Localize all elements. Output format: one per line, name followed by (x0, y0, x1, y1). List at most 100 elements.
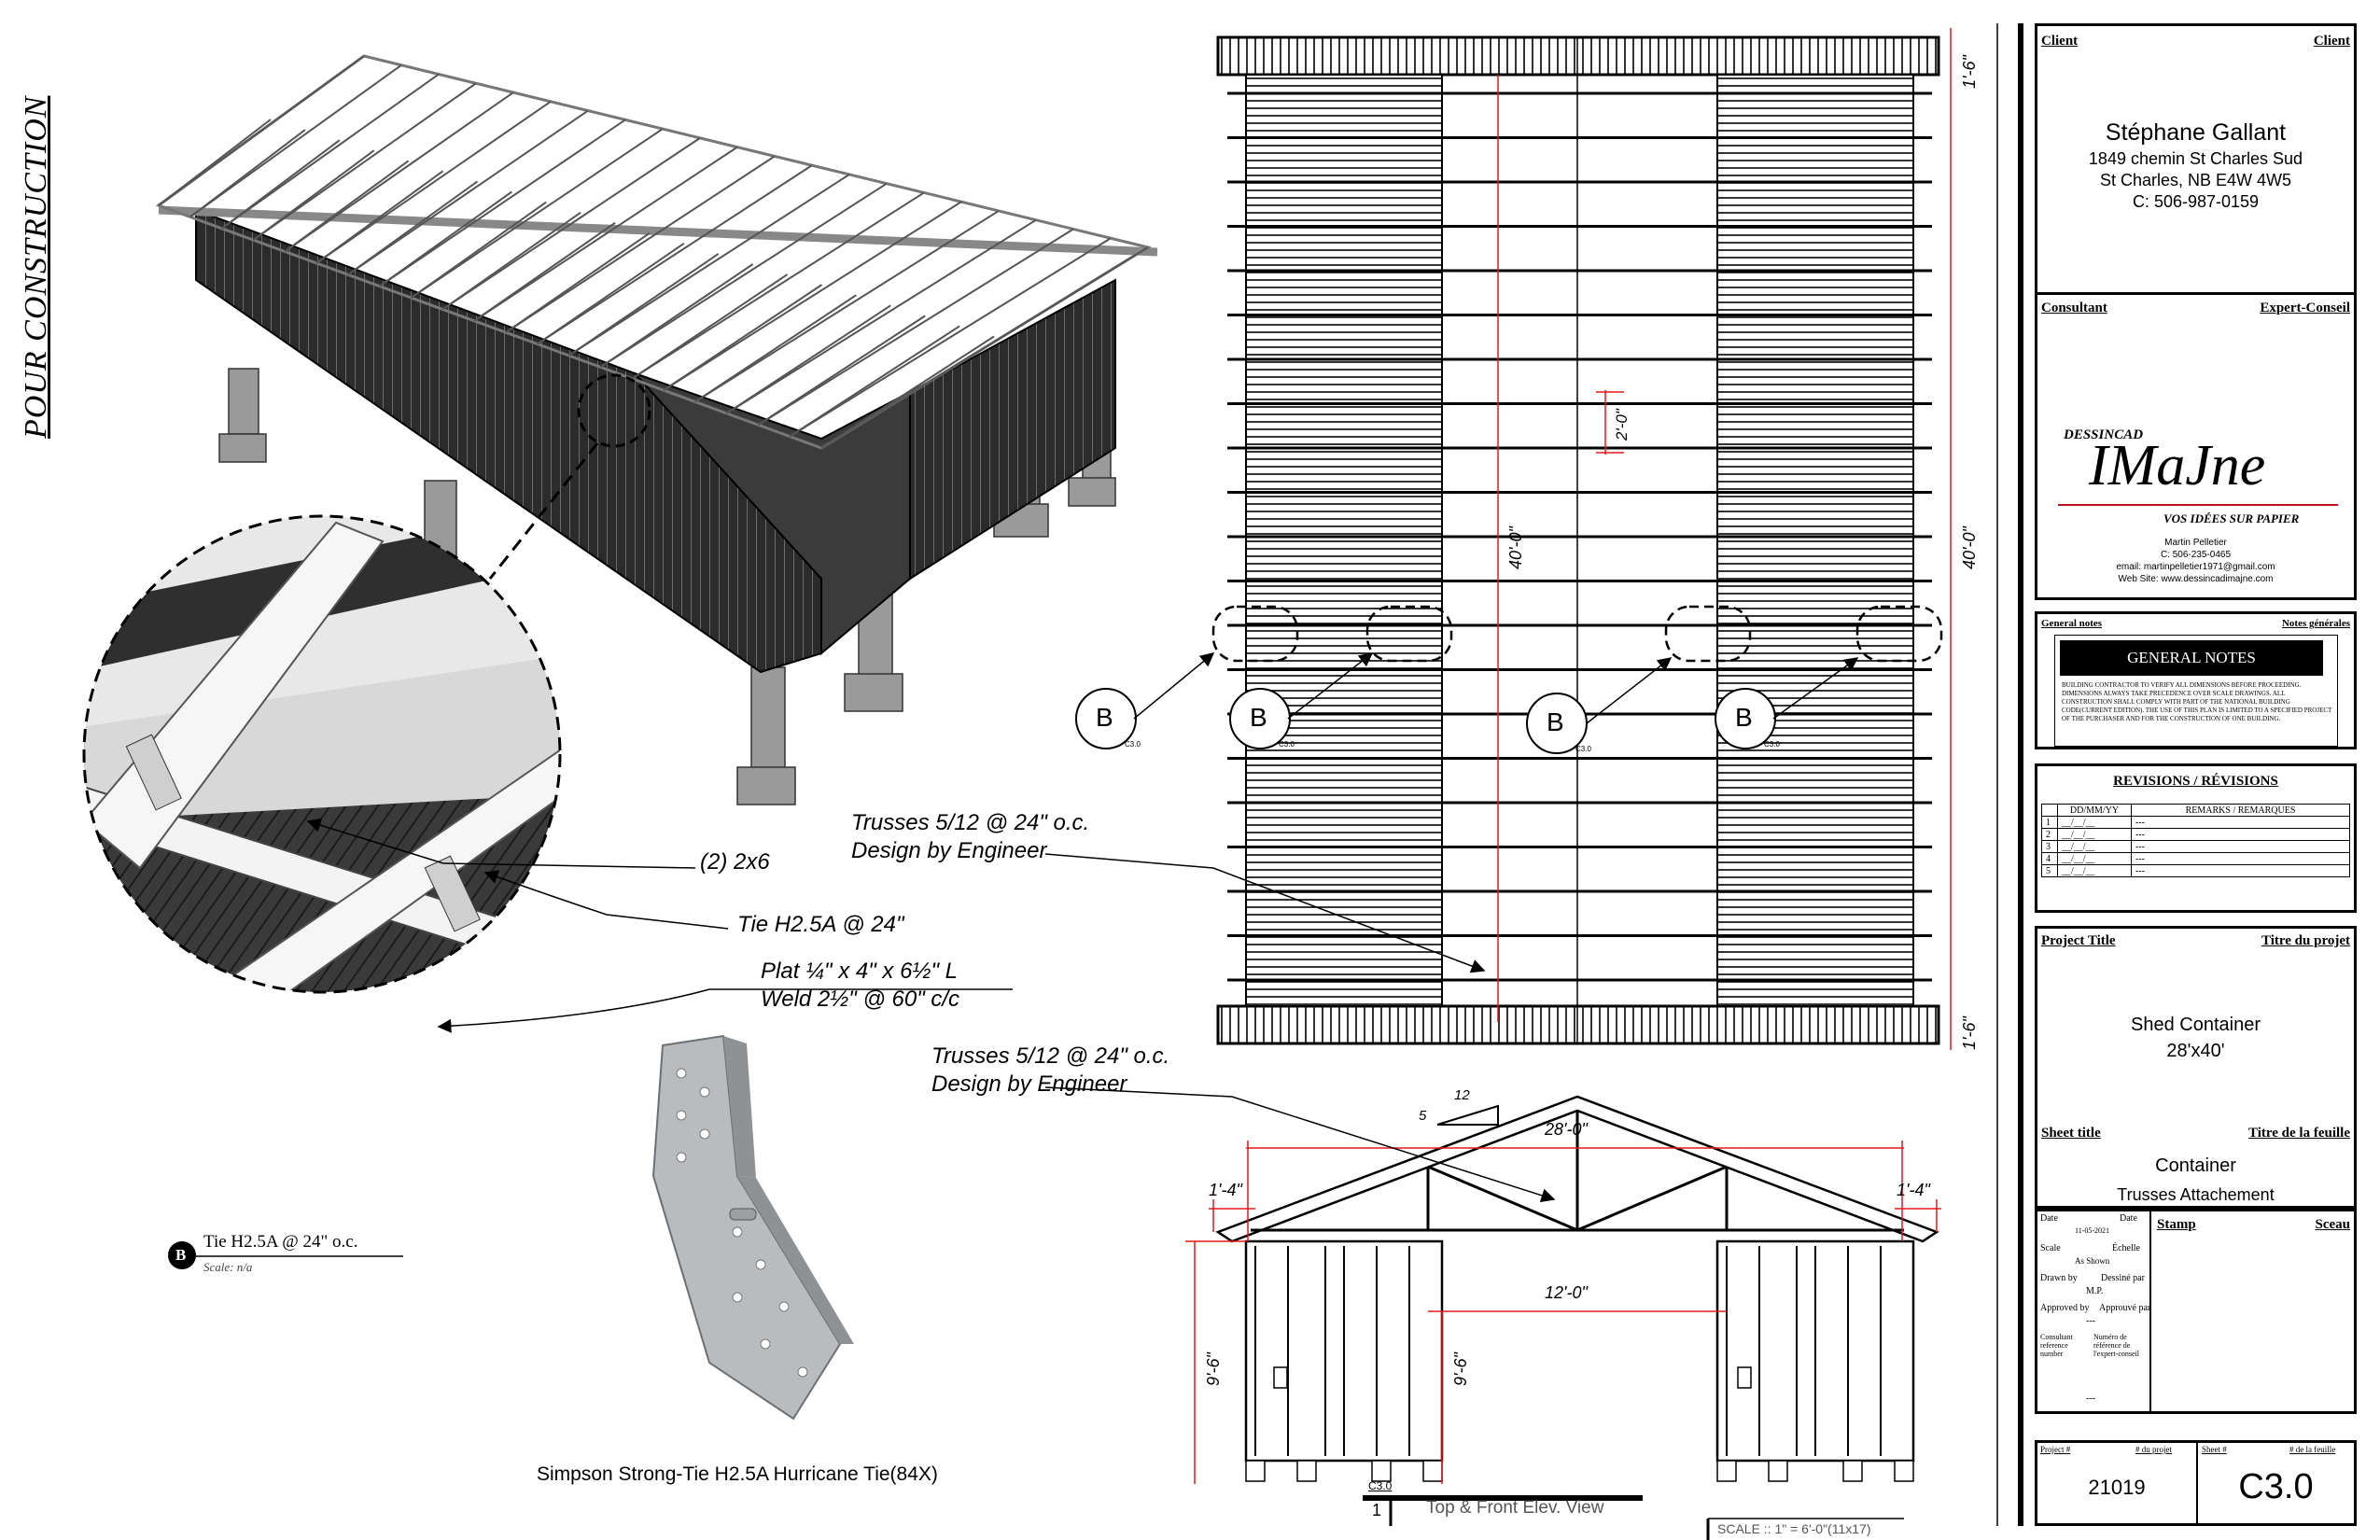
consultant-brand-small: DESSINCAD (2064, 427, 2144, 442)
client-address2: St Charles, NB E4W 4W5 (2099, 171, 2292, 189)
section-marker-4-letter: B (1735, 703, 1753, 732)
truss-chord (537, 164, 813, 345)
truss-web (221, 139, 341, 230)
sheet-title-box: Sheet title Titre de la feuille Containe… (2035, 1120, 2357, 1209)
client-label-fr: Client (2313, 34, 2350, 49)
meta-date-value: 11-05-2021 (2075, 1226, 2110, 1235)
truss-chord (284, 91, 514, 253)
consultant-web: Web Site: www.dessincadimajne.com (2118, 574, 2274, 584)
truss-web (410, 201, 547, 299)
project-title-box: Project Title Titre du projet Shed Conta… (2035, 926, 2357, 1127)
consultant-box: Consultant Expert-Conseil DESSINCAD IMaJ… (2035, 292, 2357, 600)
sheet-number-label-en: Sheet # (2202, 1445, 2227, 1454)
truss-web (631, 273, 789, 380)
view-title-sheet-ref: C3.0 (1368, 1479, 1393, 1492)
truss-web (189, 129, 306, 218)
logo-underline (2058, 504, 2338, 506)
truss-chord (789, 237, 1112, 438)
meta-consultant-ref-en: Consultant reference number (2040, 1333, 2073, 1358)
meta-date-en: Date (2040, 1213, 2058, 1224)
truss-web (315, 170, 444, 264)
section-marker-2-letter: B (1250, 703, 1267, 732)
revisions-col-remarks: REMARKS / REMARQUES (2131, 804, 2350, 817)
truss-web (757, 315, 926, 427)
truss-web (567, 253, 720, 357)
truss-chord (631, 191, 925, 380)
truss-chord (567, 174, 850, 357)
truss-web (726, 304, 891, 414)
truss-chord (221, 73, 440, 230)
dim-spacing: 2'-0" (1613, 409, 1631, 441)
truss-chord (726, 218, 1037, 414)
dim-height-center: 9'-6" (1451, 1352, 1470, 1386)
truss-chord (347, 109, 589, 276)
truss-web (789, 325, 960, 438)
detail-label-graphic (168, 1241, 403, 1269)
meta-consultant-ref-fr: Numéro de référence de l'expert-conseil (2093, 1333, 2139, 1358)
numbers-box: Project # # du projet 21019 Sheet # # de… (2035, 1440, 2357, 1526)
project-number-value: 21019 (2088, 1476, 2146, 1499)
meta-scale-fr: Échelle (2112, 1243, 2140, 1253)
general-notes-label-fr: Notes générales (2281, 618, 2350, 629)
meta-approved-en: Approved by (2040, 1303, 2090, 1313)
hurricane-tie-image (651, 1034, 854, 1421)
project-number-label-en: Project # (2040, 1445, 2071, 1454)
meta-drawn-fr: Dessiné par (2101, 1273, 2145, 1283)
truss-web (441, 211, 581, 311)
truss-chord (473, 146, 738, 322)
front-elevation-view (1044, 1086, 1941, 1540)
revision-row: 3__/__/__--- (2041, 840, 2350, 853)
meta-column (2037, 1211, 2151, 1411)
section-marker-4-ref: C3.0 (1764, 740, 1780, 749)
meta-approved-value: --- (2086, 1316, 2095, 1326)
truss-web (473, 221, 616, 322)
consultant-email: email: martinpelletier1971@gmail.com (2116, 562, 2275, 572)
truss-chord (410, 128, 664, 299)
section-marker-1-ref: C3.0 (1125, 740, 1141, 749)
truss-web (158, 119, 272, 206)
revision-row: 1__/__/__--- (2041, 816, 2350, 829)
dim-width: 28'-0" (1545, 1120, 1588, 1139)
meta-approved-fr: Approuvé par (2099, 1303, 2151, 1313)
consultant-brand-logo: IMaJne (2089, 434, 2266, 497)
dim-overhang-top: 1'-6" (1960, 55, 1979, 89)
meta-scale-en: Scale (2040, 1243, 2061, 1253)
truss-web (379, 190, 512, 287)
section-marker-2-ref: C3.0 (1279, 740, 1295, 749)
dim-height-left: 9'-6" (1204, 1352, 1223, 1386)
view-title-number: 1 (1372, 1501, 1382, 1519)
truss-chord (189, 63, 402, 218)
truss-chord (252, 82, 477, 241)
consultant-label-fr: Expert-Conseil (2260, 301, 2350, 315)
truss-chord (757, 228, 1074, 427)
revision-row: 2__/__/__--- (2041, 828, 2350, 841)
callout-plate-line1: Plat ¼" x 4" x 6½" L (761, 959, 958, 984)
meta-drawn-en: Drawn by (2040, 1273, 2078, 1283)
meta-date-fr: Date (2120, 1213, 2137, 1224)
sheet-number-label-fr: # de la feuille (2289, 1445, 2336, 1454)
consultant-tagline: VOS IDÉES SUR PAPIER (2163, 511, 2300, 525)
dim-overhang-left: 1'-4" (1209, 1181, 1242, 1199)
dim-pitch-run: 12 (1454, 1087, 1470, 1103)
revisions-box: REVISIONS / RÉVISIONS DD/MM/YY REMARKS /… (2035, 763, 2357, 913)
revisions-col-date: DD/MM/YY (2057, 804, 2132, 817)
detail-label-scale: Scale: n/a (203, 1260, 253, 1274)
truss-web (820, 335, 995, 449)
dim-overhang-bottom: 1'-6" (1960, 1016, 1979, 1050)
detail-marker-letter: B (175, 1246, 187, 1264)
callout-plate-line2: Weld 2½" @ 60" c/c (761, 987, 960, 1012)
product-caption: Simpson Strong-Tie H2.5A Hurricane Tie(8… (537, 1463, 938, 1485)
revision-row: 4__/__/__--- (2041, 852, 2350, 865)
truss-web (694, 294, 857, 403)
callout-trusses-top-line2: Design by Engineer (851, 838, 1047, 863)
sheet-title-line2: Trusses Attachement (2117, 1185, 2275, 1204)
callout-trusses-front-line1: Trusses 5/12 @ 24" o.c. (931, 1043, 1170, 1069)
section-marker-3-ref: C3.0 (1575, 745, 1591, 753)
meta-drawn-value: M.P. (2086, 1286, 2104, 1296)
dim-gap: 12'-0" (1545, 1283, 1588, 1302)
view-title-text: Top & Front Elev. View (1426, 1498, 1604, 1518)
stamp-label-fr: Sceau (2315, 1217, 2351, 1232)
view-title-scale: SCALE :: 1" = 6'-0"(11x17) (1717, 1521, 1871, 1536)
general-notes-body: BUILDING CONTRACTOR TO VERIFY ALL DIMENS… (2062, 681, 2332, 722)
